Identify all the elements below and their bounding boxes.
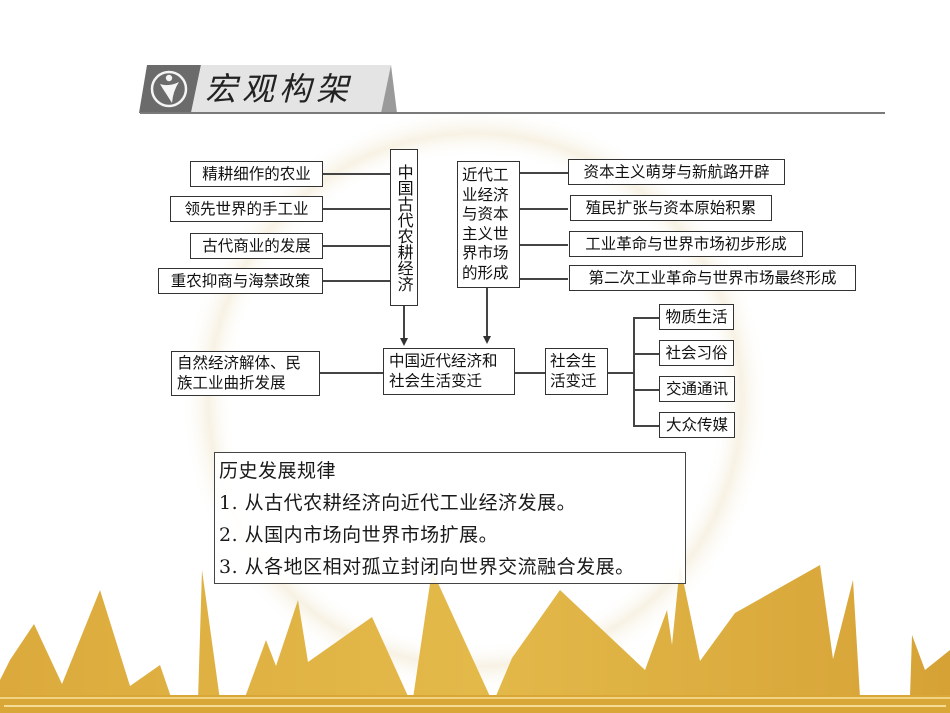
ancient-item-handicraft: 领先世界的手工业 (170, 196, 323, 222)
connector (608, 372, 634, 374)
connector (320, 372, 383, 374)
laws-item: 3. 从各地区相对孤立封闭向世界交流融合发展。 (219, 556, 635, 578)
modern-title-line: 业经济 (462, 185, 509, 204)
connector (520, 278, 568, 280)
modern-title-line: 与资本 (462, 205, 509, 223)
gold-mountains (0, 565, 950, 713)
gold-base-bar (0, 695, 950, 713)
connector (520, 208, 568, 210)
modern-item-sprouts: 资本主义萌芽与新航路开辟 (568, 159, 785, 185)
ancient-item-policy: 重农抑商与海禁政策 (158, 268, 323, 294)
social-change-box: 社会生 活变迁 (545, 348, 608, 395)
center-line: 中国近代经济和 (389, 352, 498, 370)
ancient-economy-box: 中国古代农耕经济 (390, 149, 418, 306)
connector (520, 244, 568, 246)
connector (633, 389, 659, 391)
modern-title-line: 界市场 (462, 244, 509, 262)
modern-title-line: 主义世 (462, 224, 509, 243)
ancient-item-commerce: 古代商业的发展 (190, 233, 323, 259)
modern-world-box: 近代工 业经济 与资本 主义世 界市场 的形成 (457, 161, 520, 288)
modern-title-line: 近代工 (462, 166, 509, 184)
social-item-material: 物质生活 (659, 304, 734, 330)
arrow-line (403, 306, 405, 341)
connector (323, 208, 390, 210)
header-rule (140, 112, 885, 114)
arrow-line (486, 288, 488, 340)
laws-item: 2. 从国内市场向世界市场扩展。 (219, 524, 499, 546)
modern-item-colonial: 殖民扩张与资本原始积累 (570, 195, 772, 221)
natural-economy-box: 自然经济解体、民 族工业曲折发展 (171, 351, 320, 396)
social-item-media: 大众传媒 (659, 412, 735, 438)
connector (323, 173, 390, 175)
connector (633, 317, 659, 319)
connector (323, 245, 390, 247)
social-item-customs: 社会习俗 (659, 340, 734, 366)
social-line: 活变迁 (550, 371, 597, 390)
arrow-down-icon (483, 336, 491, 344)
left-line: 族工业曲折发展 (177, 373, 286, 392)
connector (323, 280, 390, 282)
social-line: 社会生 (550, 352, 597, 370)
center-box: 中国近代经济和 社会生活变迁 (383, 348, 515, 395)
social-item-transport: 交通通讯 (659, 376, 735, 402)
page-title: 宏观构架 (205, 70, 354, 108)
center-line: 社会生活变迁 (389, 371, 483, 390)
header-banner (139, 65, 397, 113)
connector-vertical (633, 317, 635, 426)
left-line: 自然经济解体、民 (177, 354, 302, 372)
connector (520, 172, 568, 174)
laws-title: 历史发展规律 (219, 460, 337, 482)
modern-item-second-industrial: 第二次工业革命与世界市场最终形成 (569, 265, 856, 291)
laws-item: 1. 从古代农耕经济向近代工业经济发展。 (219, 492, 577, 514)
connector (633, 353, 659, 355)
ancient-item-agriculture: 精耕细作的农业 (190, 161, 323, 187)
modern-item-industrial: 工业革命与世界市场初步形成 (569, 231, 803, 257)
arrow-down-icon (400, 338, 408, 346)
person-circle-icon (150, 70, 188, 108)
history-laws-box: 历史发展规律 1. 从古代农耕经济向近代工业经济发展。 2. 从国内市场向世界市… (214, 452, 686, 584)
connector (515, 372, 545, 374)
modern-title-line: 的形成 (462, 263, 509, 282)
connector (633, 425, 659, 427)
